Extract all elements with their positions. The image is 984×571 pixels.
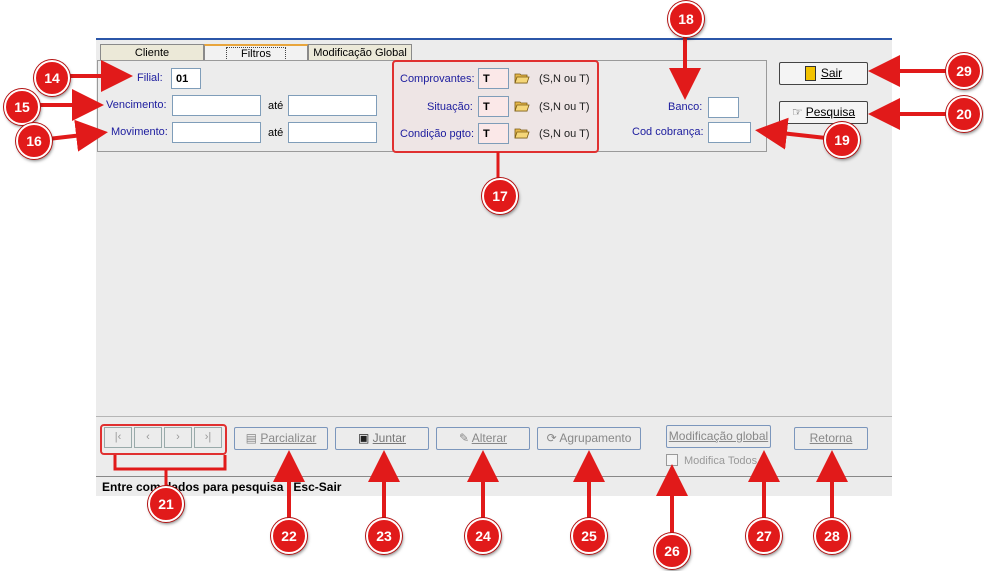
comprovantes-label: Comprovantes: [400,73,475,85]
vencimento-label: Vencimento: [106,99,167,111]
agrupamento-icon: ⟳ [546,431,560,445]
comprovantes-input[interactable] [478,68,509,89]
filial-input[interactable] [171,68,201,89]
vencimento-ate-label: até [268,100,284,112]
pesquisa-label: Pesquisa [805,105,856,119]
prev-record-button[interactable]: ‹ [134,427,162,448]
cod-cobranca-label: Cod cobrança: [632,126,704,138]
first-icon: |‹ [114,431,122,443]
sair-button[interactable]: Sair [779,62,868,85]
next-icon: › [176,431,180,443]
parcializar-label: Parcializar [260,431,317,445]
modificacao-global-label: Modificação global [668,429,769,443]
pointing-hand-icon: ☞ [791,105,803,119]
callout-21: 21 [148,486,184,522]
alterar-label: Alterar [471,431,508,445]
callout-17: 17 [482,178,518,214]
callout-20: 20 [946,96,982,132]
cod-cobranca-input[interactable] [708,122,751,143]
callout-18: 18 [668,1,704,37]
agrupamento-label: Agrupamento [559,431,632,445]
tab-modificacao-global[interactable]: Modificação Global [308,44,412,61]
first-record-button[interactable]: |‹ [104,427,132,448]
tab-modificacao-label: Modificação Global [313,47,407,59]
situacao-hint: (S,N ou T) [539,101,590,113]
callout-26: 26 [654,533,690,569]
folder-open-icon[interactable] [514,127,530,139]
folder-open-icon[interactable] [514,72,530,84]
movimento-from-input[interactable] [172,122,261,143]
callout-19: 19 [824,122,860,158]
modifica-todos-label: Modifica Todos [684,455,758,467]
divider [96,416,892,417]
callout-15: 15 [4,89,40,125]
condicao-input[interactable] [478,123,509,144]
banco-label: Banco: [668,101,703,113]
arrow-19 [755,117,827,150]
next-record-button[interactable]: › [164,427,192,448]
callout-25: 25 [571,518,607,554]
prev-icon: ‹ [146,431,150,443]
movimento-ate-label: até [268,127,284,139]
nav-highlight [100,424,227,455]
folder-open-icon[interactable] [514,100,530,112]
pesquisa-button[interactable]: ☞Pesquisa [779,101,868,124]
parcializar-button[interactable]: ▤ Parcializar [234,427,328,450]
callout-14: 14 [34,60,70,96]
tab-filtros-label: Filtros [226,47,286,61]
bracket-21 [113,455,227,471]
sair-label: Sair [820,66,843,80]
alterar-icon: ✎ [458,431,472,445]
condicao-hint: (S,N ou T) [539,128,590,140]
situacao-label: Situação: [427,101,473,113]
tab-cliente-label: Cliente [134,47,170,59]
filial-label: Filial: [137,72,163,84]
juntar-icon: ▣ [357,431,373,445]
parcializar-icon: ▤ [245,431,261,445]
juntar-label: Juntar [372,431,407,445]
agrupamento-button[interactable]: ⟳ Agrupamento [537,427,641,450]
callout-28: 28 [814,518,850,554]
callout-22: 22 [271,518,307,554]
vencimento-to-input[interactable] [288,95,377,116]
movimento-label: Movimento: [111,126,168,138]
movimento-to-input[interactable] [288,122,377,143]
comprovantes-hint: (S,N ou T) [539,73,590,85]
callout-24: 24 [465,518,501,554]
retorna-button[interactable]: Retorna [794,427,868,450]
last-record-button[interactable]: ›| [194,427,222,448]
arrow-16 [47,119,108,152]
vencimento-from-input[interactable] [172,95,261,116]
condicao-label: Condição pgto: [400,128,474,140]
callout-23: 23 [366,518,402,554]
tab-filtros[interactable]: Filtros [204,44,308,61]
banco-input[interactable] [708,97,739,118]
callout-29: 29 [946,53,982,89]
last-icon: ›| [204,431,212,443]
retorna-label: Retorna [809,431,853,445]
situacao-input[interactable] [478,96,509,117]
alterar-button[interactable]: ✎ Alterar [436,427,530,450]
tab-cliente[interactable]: Cliente [100,44,204,61]
callout-16: 16 [16,123,52,159]
juntar-button[interactable]: ▣ Juntar [335,427,429,450]
callout-27: 27 [746,518,782,554]
exit-door-icon [804,66,816,82]
modificacao-global-button[interactable]: Modificação global [666,425,771,448]
